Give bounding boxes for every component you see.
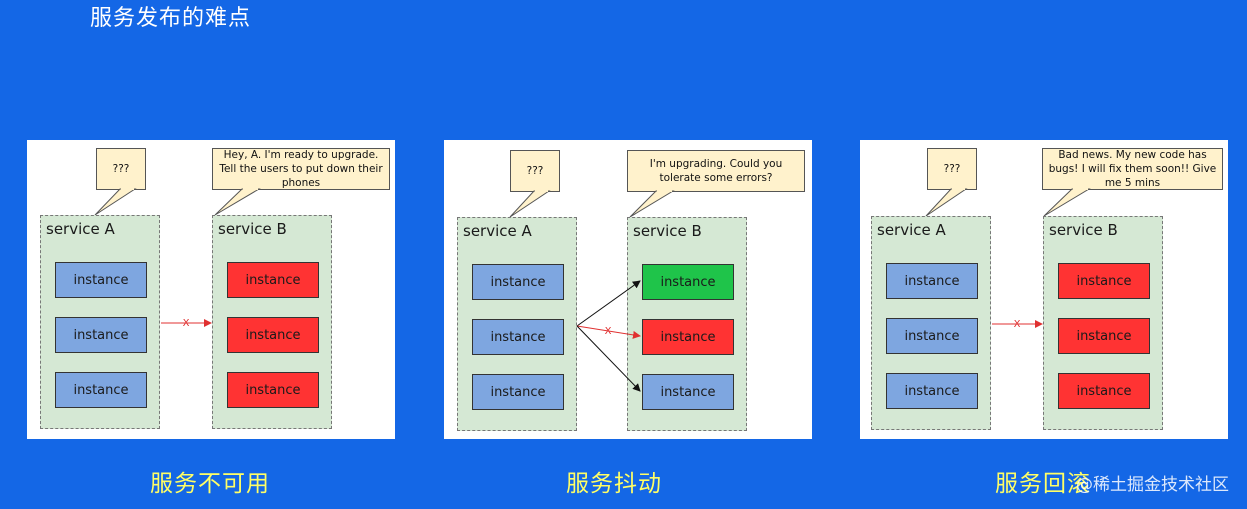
bubble-a-text: ??? (112, 162, 130, 175)
diagram-panel-jitter: ??? I'm upgrading. Could you tolerate so… (444, 140, 812, 439)
bubble-a-text: ??? (526, 164, 544, 177)
service-b-box: service B instance instance instance (627, 217, 747, 431)
service-b-label: service B (218, 220, 287, 238)
instance-a2: instance (55, 317, 147, 353)
bubble-a-tail (509, 190, 551, 218)
instance-a3: instance (55, 372, 147, 408)
service-b-box: service B instance instance instance (212, 215, 332, 429)
bubble-b-tail (1043, 188, 1091, 217)
instance-a3: instance (886, 373, 978, 409)
blocked-mark: X (605, 326, 612, 337)
instance-b2-upgrading: instance (642, 319, 734, 355)
bubble-a-tail (925, 188, 968, 217)
bubble-b-tail (214, 188, 261, 216)
bubble-b-text: Bad news. My new code has bugs! I will f… (1048, 148, 1217, 190)
instance-b1-upgraded: instance (642, 264, 734, 300)
caption-rollback: 服务回滚 (995, 471, 1091, 497)
instance-b2: instance (1058, 318, 1150, 354)
arrow-to-blue (576, 325, 641, 392)
bubble-a-text: ??? (943, 162, 961, 175)
instance-b3-old: instance (642, 374, 734, 410)
arrow-to-green (576, 280, 641, 327)
bubble-b-text: Hey, A. I'm ready to upgrade. Tell the u… (219, 148, 383, 190)
service-a-label: service A (877, 221, 946, 239)
instance-a2: instance (472, 319, 564, 355)
instance-b3: instance (1058, 373, 1150, 409)
caption-jitter: 服务抖动 (566, 471, 662, 497)
diagram-panel-unavailable: ??? Hey, A. I'm ready to upgrade. Tell t… (27, 140, 395, 439)
speech-bubble-service-b: Bad news. My new code has bugs! I will f… (1042, 148, 1223, 190)
routing-arrows: X (576, 280, 641, 392)
service-b-label: service B (633, 222, 702, 240)
service-a-box: service A instance instance instance (40, 215, 160, 429)
service-b-label: service B (1049, 221, 1118, 239)
bubble-b-tail (629, 190, 675, 218)
blocked-arrow: X (161, 318, 212, 329)
watermark: @稀土掘金技术社区 (1076, 475, 1229, 495)
instance-b3: instance (227, 372, 319, 408)
service-a-box: service A instance instance instance (457, 217, 577, 431)
instance-a3: instance (472, 374, 564, 410)
blocked-mark: X (183, 318, 190, 329)
instance-a1: instance (472, 264, 564, 300)
bubble-a-tail (94, 188, 137, 216)
speech-bubble-service-a: ??? (96, 148, 146, 190)
speech-bubble-service-b: I'm upgrading. Could you tolerate some e… (627, 150, 805, 192)
service-a-box: service A instance instance instance (871, 216, 991, 430)
speech-bubble-service-a: ??? (510, 150, 560, 192)
page-title: 服务发布的难点 (90, 6, 252, 31)
service-a-label: service A (46, 220, 115, 238)
instance-a1: instance (55, 262, 147, 298)
speech-bubble-service-b: Hey, A. I'm ready to upgrade. Tell the u… (212, 148, 390, 190)
blocked-mark: X (1014, 319, 1021, 330)
instance-a2: instance (886, 318, 978, 354)
service-b-box: service B instance instance instance (1043, 216, 1163, 430)
service-a-label: service A (463, 222, 532, 240)
arrow-to-red (576, 325, 641, 339)
speech-bubble-service-a: ??? (927, 148, 977, 190)
blocked-arrow: X (992, 319, 1043, 330)
caption-unavailable: 服务不可用 (150, 471, 270, 497)
instance-a1: instance (886, 263, 978, 299)
diagram-panel-rollback: ??? Bad news. My new code has bugs! I wi… (860, 140, 1228, 439)
bubble-b-text: I'm upgrading. Could you tolerate some e… (649, 157, 783, 184)
instance-b2: instance (227, 317, 319, 353)
instance-b1: instance (1058, 263, 1150, 299)
instance-b1: instance (227, 262, 319, 298)
